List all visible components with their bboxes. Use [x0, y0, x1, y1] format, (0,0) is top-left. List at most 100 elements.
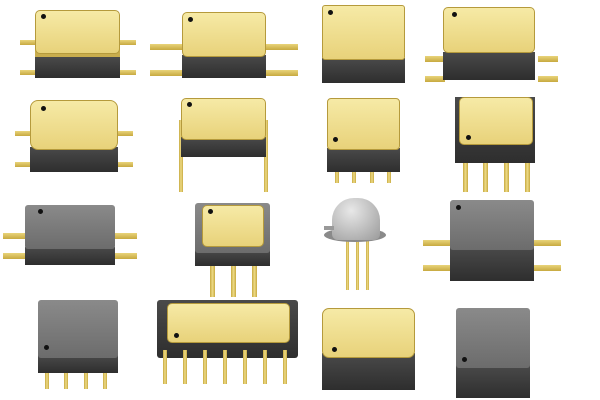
through-hole-pin: [223, 350, 227, 384]
package-5: [0, 95, 150, 195]
through-hole-pin: [64, 367, 68, 389]
gull-wing-lead: [425, 76, 445, 82]
pin1-marker-dot: [466, 135, 471, 140]
package-11-to-can: [310, 190, 410, 295]
package-13: [0, 295, 150, 400]
package-14-dip: [150, 295, 305, 400]
package-body: [182, 55, 266, 78]
gull-wing-lead: [3, 253, 26, 259]
through-hole-pin: [335, 167, 339, 183]
through-hole-pin: [210, 257, 215, 297]
package-1: [0, 0, 150, 95]
pin1-marker-dot: [333, 137, 338, 142]
through-hole-pin: [203, 350, 207, 384]
package-body: [35, 57, 120, 78]
package-9: [0, 195, 150, 295]
gull-wing-lead: [266, 44, 298, 50]
gray-body: [450, 200, 534, 250]
gold-lid: [443, 7, 535, 53]
gull-wing-lead: [538, 76, 558, 82]
pin1-marker-dot: [452, 12, 457, 17]
gull-wing-lead: [15, 131, 31, 136]
through-hole-pin: [356, 235, 359, 290]
through-hole-pin: [103, 367, 107, 389]
package-body: [30, 147, 118, 172]
gull-wing-lead: [423, 240, 451, 246]
through-hole-pin: [352, 167, 356, 183]
gray-body: [456, 308, 530, 368]
gold-lid: [459, 97, 533, 145]
through-hole-pin: [243, 350, 247, 384]
package-body: [327, 148, 400, 172]
through-hole-pin: [370, 167, 374, 183]
through-hole-pin: [463, 157, 468, 192]
gull-wing-lead: [114, 253, 137, 259]
through-hole-pin: [366, 235, 369, 290]
pin1-marker-dot: [462, 357, 467, 362]
package-6: [150, 95, 300, 195]
package-body: [332, 198, 380, 240]
package-body: [322, 353, 415, 390]
gull-wing-lead: [117, 162, 133, 167]
package-body: [25, 247, 115, 265]
through-hole-pin: [387, 167, 391, 183]
package-12: [420, 195, 600, 295]
package-7: [300, 95, 430, 195]
gull-wing-lead: [20, 70, 36, 75]
package-15: [305, 295, 430, 400]
gold-lid: [35, 10, 120, 54]
pin1-marker-dot: [38, 209, 43, 214]
through-hole-pin: [84, 367, 88, 389]
through-hole-pin: [525, 157, 530, 192]
through-hole-pin: [504, 157, 509, 192]
through-hole-pin: [263, 350, 267, 384]
gull-wing-lead: [533, 265, 561, 271]
gull-wing-lead: [120, 40, 136, 45]
gull-wing-lead: [538, 56, 558, 62]
through-hole-pin: [283, 350, 287, 384]
gull-wing-lead: [117, 131, 133, 136]
through-hole-pin: [183, 350, 187, 384]
gull-wing-lead: [266, 70, 298, 76]
gold-lid: [322, 308, 415, 358]
package-2: [148, 0, 300, 95]
package-4: [420, 0, 600, 95]
pin1-marker-dot: [188, 17, 193, 22]
through-hole-pin: [252, 257, 257, 297]
gull-wing-lead: [425, 56, 445, 62]
gull-wing-lead: [20, 40, 36, 45]
through-hole-pin: [231, 257, 236, 297]
gold-lid: [182, 12, 266, 57]
package-body: [322, 58, 405, 83]
package-body: [195, 250, 270, 266]
pin1-marker-dot: [41, 106, 46, 111]
gold-lid: [327, 98, 400, 150]
gull-wing-lead: [120, 70, 136, 75]
package-8: [430, 95, 600, 195]
gull-wing-lead: [150, 70, 182, 76]
pin1-marker-dot: [41, 14, 46, 19]
through-hole-pin: [163, 350, 167, 384]
package-body: [443, 52, 535, 80]
gold-lid: [181, 98, 266, 140]
package-10: [150, 195, 300, 300]
through-hole-pin: [483, 157, 488, 192]
through-hole-pin: [346, 235, 349, 290]
gull-wing-lead: [150, 44, 182, 50]
pin1-marker-dot: [174, 333, 179, 338]
pin1-marker-dot: [456, 205, 461, 210]
gold-lid: [322, 5, 405, 60]
package-16: [440, 295, 600, 400]
package-body: [450, 247, 534, 281]
pin1-marker-dot: [332, 347, 337, 352]
through-hole-pin: [264, 120, 268, 192]
pin1-marker-dot: [328, 10, 333, 15]
package-3: [300, 0, 430, 95]
through-hole-pin: [45, 367, 49, 389]
pin1-marker-dot: [44, 345, 49, 350]
package-body: [38, 355, 118, 373]
gull-wing-lead: [423, 265, 451, 271]
package-body: [181, 137, 266, 157]
gull-wing-lead: [533, 240, 561, 246]
gray-body: [38, 300, 118, 358]
